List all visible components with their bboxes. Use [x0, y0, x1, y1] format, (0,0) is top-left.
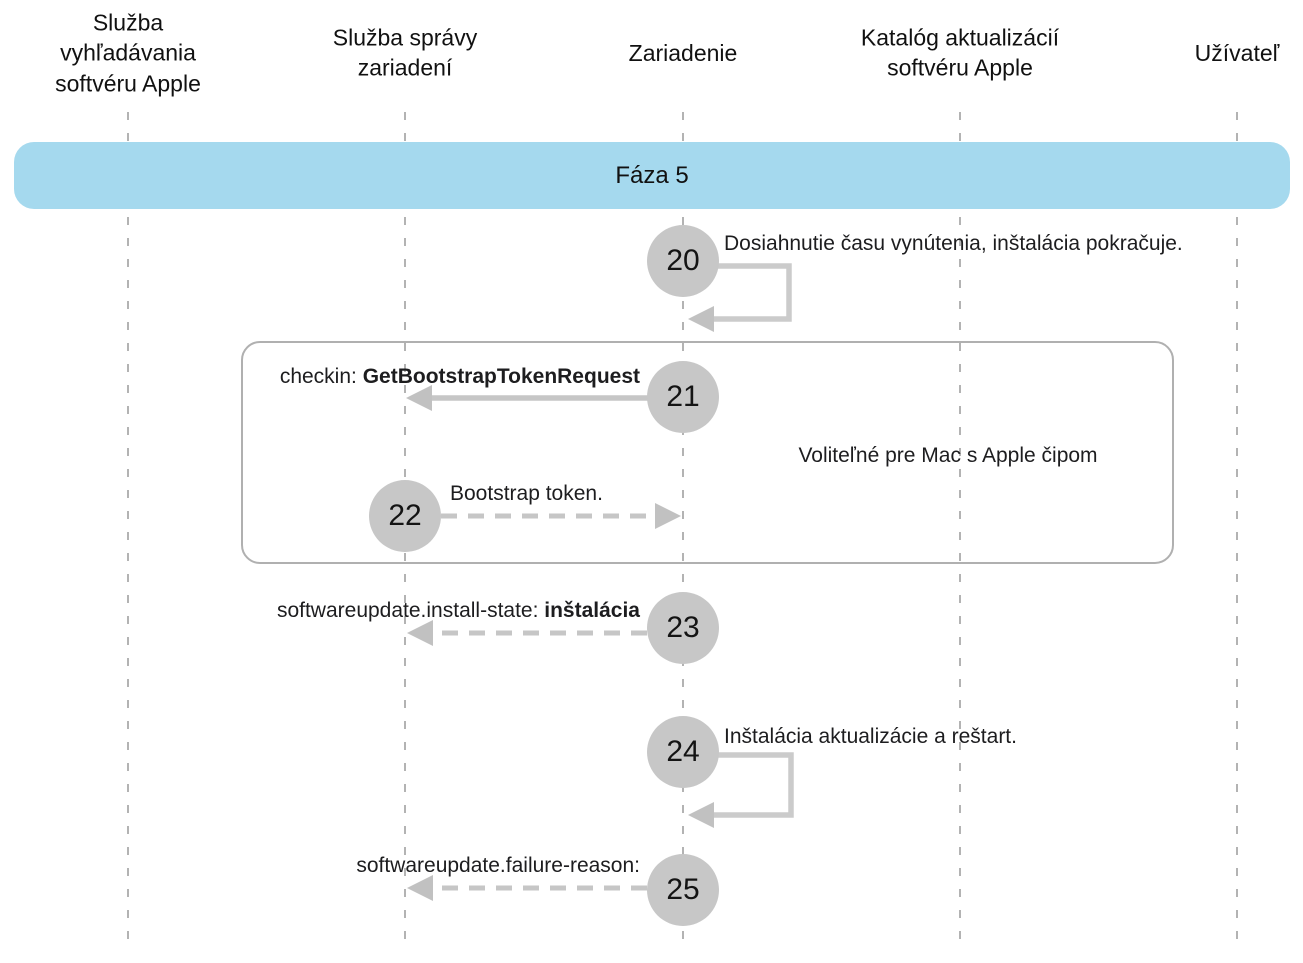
step-circle-20: 20 [647, 225, 719, 297]
step-label-22: Bootstrap token. [450, 482, 603, 505]
optional-group-box [241, 341, 1174, 564]
actor-label-software-lookup-service: Služba vyhľadávania softvéru Apple [55, 9, 201, 97]
actor-label-user: Užívateľ [1194, 39, 1280, 66]
step-label-21-emphasis: GetBootstrapTokenRequest [362, 365, 640, 388]
actor-label-software-update-catalog: Katalóg aktualizácií softvéru Apple [860, 24, 1060, 81]
optional-note: Voliteľné pre Mac s Apple čipom [798, 444, 1098, 467]
arrowhead-left-icon [688, 306, 714, 332]
step-circle-24: 24 [647, 716, 719, 788]
arrowhead-left-icon [407, 875, 433, 901]
arrowhead-left-icon [406, 385, 432, 411]
step-label-21: checkin: GetBootstrapTokenRequest [280, 365, 640, 389]
step-circle-23: 23 [647, 592, 719, 664]
step-label-23: softwareupdate.install-state: inštalácia [277, 599, 640, 623]
step-circle-25: 25 [647, 854, 719, 926]
step-label-25: softwareupdate.failure-reason: [356, 854, 640, 877]
arrowhead-left-icon [407, 620, 433, 646]
actor-label-device-management-service: Služba správy zariadení [332, 24, 478, 81]
step-circle-21: 21 [647, 361, 719, 433]
actor-label-device: Zariadenie [628, 39, 738, 66]
step-label-24: Inštalácia aktualizácie a reštart. [724, 725, 1017, 748]
phase-label: Fáza 5 [615, 161, 689, 189]
arrowhead-left-icon [688, 802, 714, 828]
arrowhead-right-icon [655, 503, 681, 529]
phase-banner: Fáza 5 [14, 142, 1290, 209]
step-label-23-prefix: softwareupdate.install-state: [276, 599, 545, 622]
step-label-20: Dosiahnutie času vynútenia, inštalácia p… [724, 232, 1183, 255]
step-label-21-prefix: checkin: [279, 365, 363, 388]
step-label-23-emphasis: inštalácia [544, 599, 640, 622]
self-loop-arrow-20 [683, 263, 792, 322]
step-circle-22: 22 [369, 480, 441, 552]
self-loop-arrow-24 [683, 752, 794, 818]
